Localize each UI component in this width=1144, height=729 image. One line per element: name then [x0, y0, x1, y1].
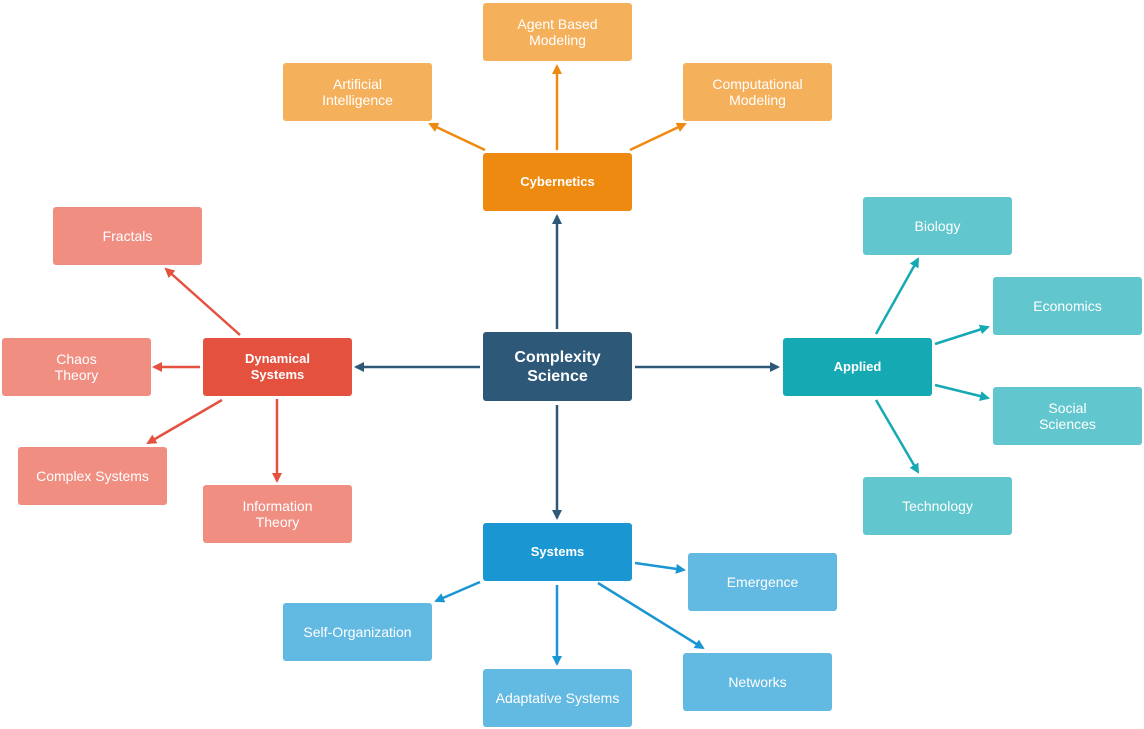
link-applied-social [934, 383, 990, 401]
link-cybernetics-computational [629, 122, 687, 152]
leaf-node-self-organization: Self-Organization [283, 603, 432, 661]
link-cybernetics-ai [428, 122, 486, 152]
leaf-node-adaptative-systems: Adaptative Systems [483, 669, 632, 727]
leaf-node-networks: Networks [683, 653, 832, 711]
leaf-node-agent-based-modeling: Agent Based Modeling [483, 3, 632, 61]
root-node-complexity-science: Complexity Science [483, 332, 632, 401]
link-systems-self-org [434, 580, 481, 603]
leaf-node-complex-systems: Complex Systems [18, 447, 167, 505]
hub-node-systems: Systems [483, 523, 632, 581]
leaf-node-fractals: Fractals [53, 207, 202, 265]
leaf-node-technology: Technology [863, 477, 1012, 535]
hub-node-dynamical-systems: Dynamical Systems [203, 338, 352, 396]
hub-node-cybernetics: Cybernetics [483, 153, 632, 211]
link-dynamical-fractals [164, 267, 241, 336]
leaf-node-information-theory: Information Theory [203, 485, 352, 543]
leaf-node-chaos-theory: Chaos Theory [2, 338, 151, 396]
leaf-node-biology: Biology [863, 197, 1012, 255]
leaf-node-economics: Economics [993, 277, 1142, 335]
leaf-node-artificial-intelligence: Artificial Intelligence [283, 63, 432, 121]
leaf-node-social-sciences: Social Sciences [993, 387, 1142, 445]
link-applied-economics [934, 324, 990, 346]
link-systems-emergence [634, 561, 686, 574]
leaf-node-emergence: Emergence [688, 553, 837, 611]
leaf-node-computational-modeling: Computational Modeling [683, 63, 832, 121]
hub-node-applied: Applied [783, 338, 932, 396]
link-systems-networks [597, 581, 705, 650]
link-applied-technology [874, 399, 920, 474]
link-dynamical-complex [146, 398, 223, 445]
link-applied-biology [874, 257, 920, 335]
